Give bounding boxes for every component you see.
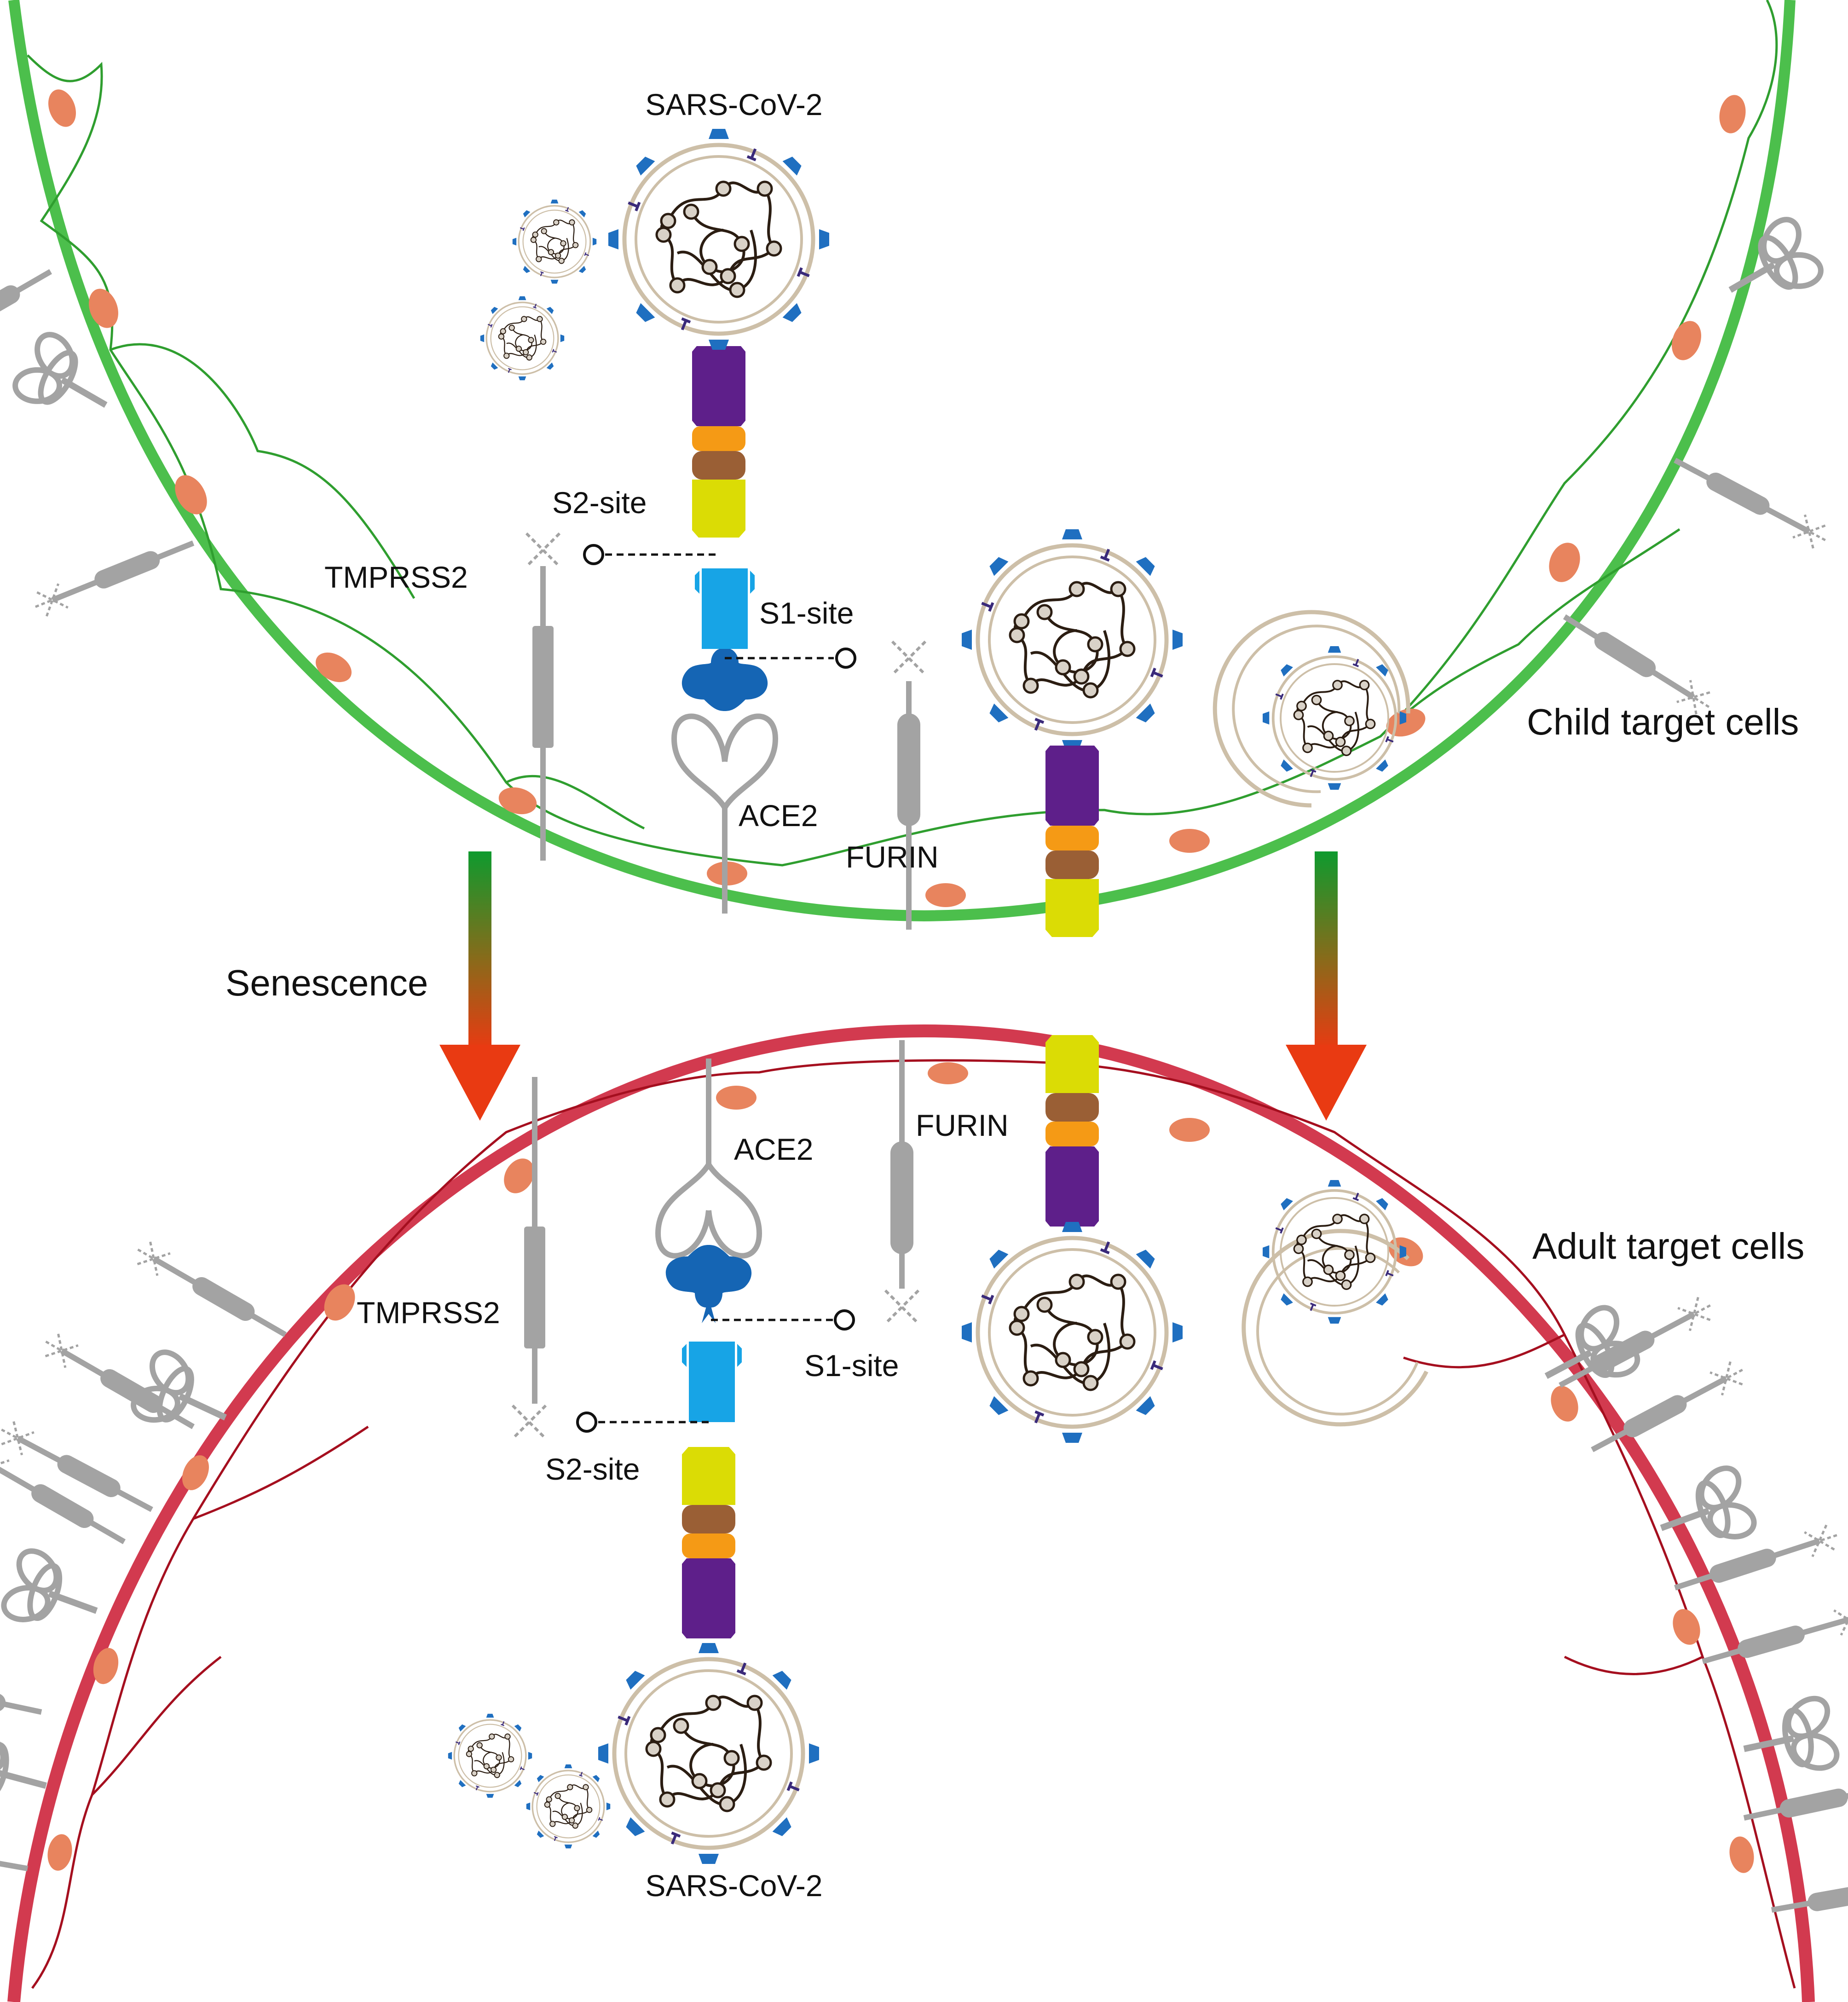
s2-site-label-bottom: S2-site — [545, 1452, 640, 1486]
s2-cleavage-site-icon — [583, 544, 716, 565]
virion-small-icon — [479, 295, 565, 381]
spike-protein-icon — [692, 346, 745, 538]
virion-icon — [962, 1222, 1183, 1443]
spike-protein-icon — [682, 1447, 735, 1638]
virion-icon — [598, 1643, 819, 1864]
virus-label-bottom: SARS-CoV-2 — [645, 1869, 822, 1903]
spike-protein-icon — [1045, 746, 1099, 937]
child-nuclei — [48, 89, 1746, 907]
s2-site-label-top: S2-site — [552, 486, 647, 520]
tmprss2-label-bottom: TMPRSS2 — [357, 1296, 500, 1330]
senescence-label: Senescence — [225, 962, 428, 1003]
child-cells-label: Child target cells — [1527, 701, 1799, 742]
furin-icon — [885, 1040, 918, 1324]
child-cytoskeleton — [27, 0, 1778, 867]
virion-icon — [962, 529, 1183, 750]
tmprss2-label-top: TMPRSS2 — [324, 560, 468, 594]
membrane-ace2-icon — [2, 321, 127, 442]
membrane-ace2-icon — [0, 1539, 111, 1650]
child-target-cell — [0, 0, 1834, 937]
membrane-protease-icon — [30, 531, 198, 619]
s2-cleavage-site-icon — [576, 1412, 709, 1433]
ace2-icon — [674, 633, 775, 914]
furin-label-top: FURIN — [846, 840, 939, 874]
membrane-protease-icon — [1741, 1770, 1848, 1831]
adult-target-cell — [0, 1024, 1848, 2002]
membrane-protease-icon — [0, 260, 57, 368]
membrane-protease-icon — [40, 1331, 200, 1438]
ace2-icon — [658, 1059, 759, 1323]
ace2-label-top: ACE2 — [739, 798, 818, 833]
adult-cell-membrane — [7, 1024, 1815, 2002]
child-cell-membrane — [8, 0, 1796, 922]
virion-icon — [608, 129, 829, 350]
adult-cytoskeleton — [31, 1059, 1796, 1989]
furin-icon — [892, 642, 925, 930]
tmprss2-icon — [513, 1077, 546, 1439]
ace2-label-bottom: ACE2 — [734, 1132, 813, 1166]
membrane-protease-icon — [0, 1664, 44, 1725]
membrane-ace2-icon — [1709, 206, 1834, 327]
virion-small-icon — [447, 1713, 533, 1799]
virus-label-top: SARS-CoV-2 — [645, 87, 822, 122]
senescence-arrow-right — [1286, 851, 1367, 1121]
fusing-virion-icon — [1242, 1180, 1429, 1427]
membrane-protease-icon — [1769, 1868, 1848, 1922]
s1-site-label-bottom: S1-site — [804, 1348, 899, 1383]
membrane-protease-icon — [1669, 449, 1831, 551]
tmprss2-icon — [526, 533, 560, 861]
furin-label-bottom: FURIN — [916, 1108, 1009, 1142]
senescence-arrow-left — [439, 851, 520, 1121]
membrane-protease-icon — [132, 1238, 292, 1346]
s1-subunit-icon — [682, 1342, 742, 1422]
adult-cells-label: Adult target cells — [1532, 1226, 1804, 1267]
s1-site-label-top: S1-site — [759, 596, 854, 630]
membrane-protease-icon — [0, 1826, 30, 1881]
spike-protein-icon — [1045, 1035, 1099, 1227]
s1-cleavage-site-icon — [711, 1309, 855, 1331]
virion-small-icon — [512, 199, 597, 284]
s1-cleavage-site-icon — [725, 648, 856, 669]
s1-subunit-icon — [695, 568, 755, 649]
fusing-virion-icon — [1213, 610, 1410, 808]
virion-small-icon — [526, 1764, 611, 1849]
